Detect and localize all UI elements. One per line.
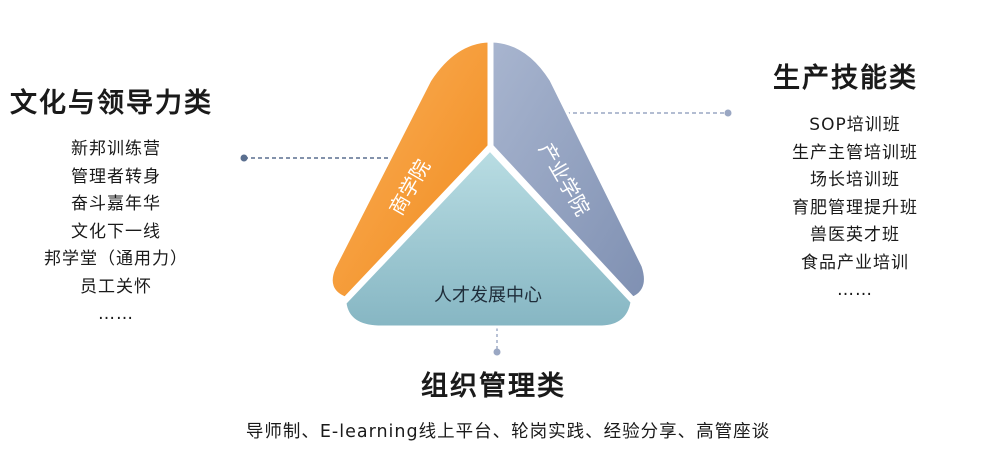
bottom-group-title: 组织管理类 xyxy=(421,371,566,402)
connector-right xyxy=(566,109,732,117)
list-item: 兽医英才班 xyxy=(810,225,900,245)
left-group-title: 文化与领导力类 xyxy=(10,88,213,119)
list-item: 食品产业培训 xyxy=(801,252,909,273)
list-item: 管理者转身 xyxy=(71,166,161,187)
list-item: 员工关怀 xyxy=(80,276,152,297)
bottom-panel-label: 人才发展中心 xyxy=(434,285,542,306)
left-panel xyxy=(329,39,491,300)
list-item: 邦学堂（通用力） xyxy=(44,249,188,269)
left-group-list: 新邦训练营 管理者转身 奋斗嘉年华 文化下一线 邦学堂（通用力） 员工关怀 …… xyxy=(10,136,222,329)
list-item: 育肥管理提升班 xyxy=(792,197,918,218)
list-item: 生产主管培训班 xyxy=(792,142,918,163)
connector-left xyxy=(240,154,388,162)
list-item: …… xyxy=(837,280,873,300)
list-item: 文化下一线 xyxy=(71,221,161,242)
list-item: …… xyxy=(98,304,134,324)
list-item: 奋斗嘉年华 xyxy=(71,194,161,214)
connector-bottom xyxy=(493,328,501,356)
list-item: 场长培训班 xyxy=(810,170,900,190)
bottom-group-text: 导师制、E-learning线上平台、轮岗实践、经验分享、高管座谈 xyxy=(245,422,771,442)
list-item: 新邦训练营 xyxy=(71,139,161,159)
right-group-list: SOP培训班 生产主管培训班 场长培训班 育肥管理提升班 兽医英才班 食品产业培… xyxy=(762,112,948,305)
right-panel xyxy=(490,39,647,300)
right-group-title: 生产技能类 xyxy=(773,63,918,94)
bottom-panel xyxy=(343,148,634,329)
list-item: SOP培训班 xyxy=(809,115,901,135)
